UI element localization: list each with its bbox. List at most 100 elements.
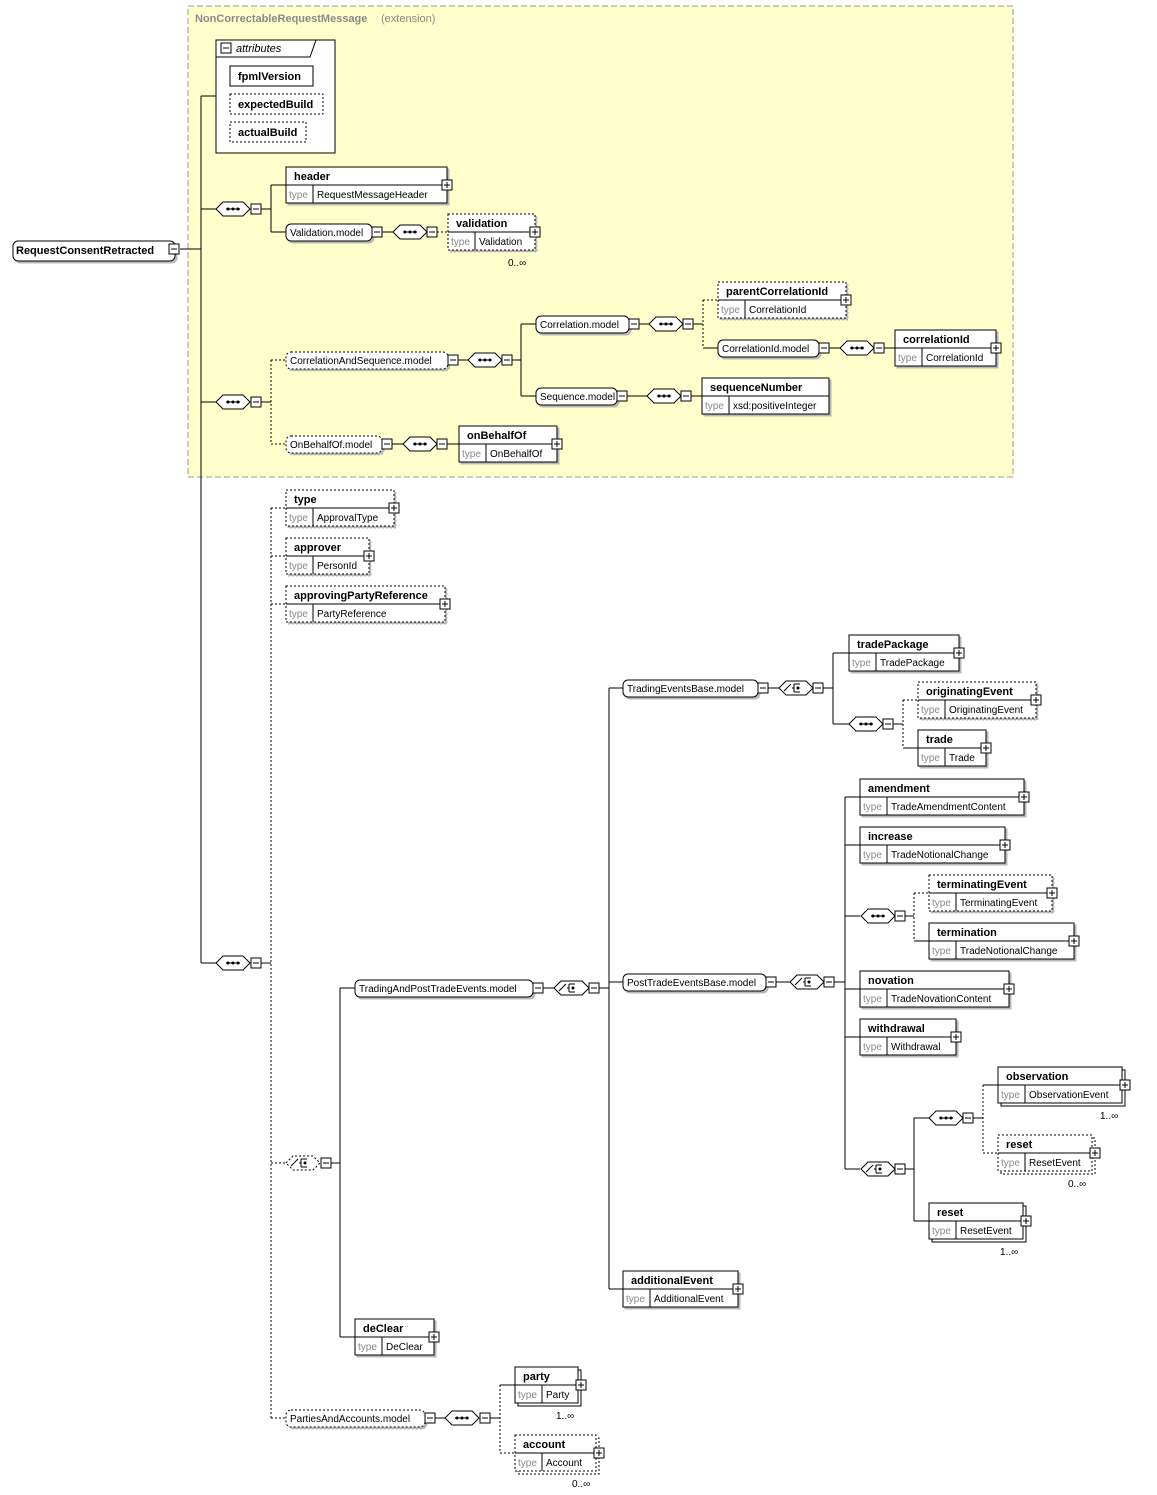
group-trading-and-post-trade-events-model[interactable]: TradingAndPostTradeEvents.model <box>354 979 534 998</box>
group-parties-and-accounts-model-collapse-button[interactable] <box>424 1412 436 1424</box>
sequence-validation-collapse-button[interactable] <box>426 226 438 238</box>
element-termination-expand-button[interactable] <box>1068 935 1080 947</box>
group-parties-and-accounts-model[interactable]: PartiesAndAccounts.model <box>285 1409 426 1428</box>
group-validation-model-collapse-button[interactable] <box>371 226 383 238</box>
element-terminating-event-expand-button[interactable] <box>1046 887 1058 899</box>
group-correlation-id-model[interactable]: CorrelationId.model <box>717 339 820 358</box>
sequence-main-collapse-button[interactable] <box>250 957 262 969</box>
element-approver[interactable]: approver type PersonId <box>285 537 370 575</box>
choice-events-collapse-button[interactable] <box>320 1157 332 1169</box>
element-trade-package-expand-button[interactable] <box>953 647 965 659</box>
group-correlation-id-model-label: CorrelationId.model <box>722 344 809 355</box>
group-sequence-model[interactable]: Sequence.model <box>535 387 618 406</box>
element-trade-expand-button[interactable] <box>980 742 992 754</box>
root-element[interactable]: RequestConsentRetracted <box>12 240 176 262</box>
sequence-correlation-id-collapse-button[interactable] <box>873 342 885 354</box>
element-account-expand-button[interactable] <box>593 1447 605 1459</box>
group-post-trade-events-base-model-collapse-button[interactable] <box>765 976 777 988</box>
group-post-trade-events-base-model[interactable]: PostTradeEventsBase.model <box>622 973 767 992</box>
group-trading-events-base-model-collapse-button[interactable] <box>757 682 769 694</box>
group-validation-model[interactable]: Validation.model <box>285 223 373 242</box>
element-header[interactable]: header type RequestMessageHeader <box>285 166 448 204</box>
element-on-behalf-of[interactable]: onBehalfOf type OnBehalfOf <box>458 425 558 463</box>
element-approver-name: approver <box>294 542 342 554</box>
element-declear[interactable]: deClear type DeClear <box>354 1318 435 1356</box>
element-validation[interactable]: validation type Validation <box>447 213 536 251</box>
element-observation[interactable]: observation type ObservationEvent <box>997 1066 1126 1107</box>
sequence-header-collapse-button[interactable] <box>250 203 262 215</box>
group-correlation-id-model-collapse-button[interactable] <box>818 342 830 354</box>
extension-title: NonCorrectableRequestMessage <box>195 13 367 25</box>
sequence-trading-events-collapse-button[interactable] <box>882 718 894 730</box>
group-sequence-model-collapse-button[interactable] <box>616 390 628 402</box>
sequence-correlation-collapse-button[interactable] <box>250 396 262 408</box>
sequence-observation-collapse-button[interactable] <box>962 1112 974 1124</box>
sequence-termination-collapse-button[interactable] <box>894 910 906 922</box>
element-originating-event-expand-button[interactable] <box>1030 694 1042 706</box>
element-additional-event-expand-button[interactable] <box>732 1283 744 1295</box>
element-reset[interactable]: reset type ResetEvent <box>928 1202 1027 1243</box>
element-termination[interactable]: termination type TradeNotionalChange <box>928 922 1075 960</box>
attributes-collapse-button[interactable] <box>220 42 232 54</box>
element-amendment[interactable]: amendment type TradeAmendmentContent <box>859 778 1025 816</box>
sequence-sequence-model-collapse-button[interactable] <box>680 390 692 402</box>
attribute-actualbuild[interactable] <box>229 121 307 143</box>
element-terminating-event[interactable]: terminatingEvent type TerminatingEvent <box>928 874 1053 912</box>
group-trading-events-base-model-label: TradingEventsBase.model <box>627 684 744 695</box>
element-approving-party-reference-expand-button[interactable] <box>439 598 451 610</box>
sequence-correlation-model-collapse-button[interactable] <box>682 318 694 330</box>
element-party-expand-button[interactable] <box>575 1379 587 1391</box>
group-on-behalf-of-model[interactable]: OnBehalfOf.model <box>285 435 383 454</box>
root-collapse-button[interactable] <box>168 243 180 255</box>
element-withdrawal[interactable]: withdrawal type Withdrawal <box>859 1018 957 1056</box>
attribute-expectedbuild[interactable] <box>229 93 324 115</box>
element-approver-expand-button[interactable] <box>363 550 375 562</box>
group-trading-events-base-model[interactable]: TradingEventsBase.model <box>622 679 759 698</box>
element-observation-expand-button[interactable] <box>1119 1079 1131 1091</box>
element-type-expand-button[interactable] <box>388 502 400 514</box>
choice-trading-events-base-collapse-button[interactable] <box>812 682 824 694</box>
element-reset-expand-button[interactable] <box>1020 1215 1032 1227</box>
choice-observation-reset-collapse-button[interactable] <box>894 1163 906 1175</box>
element-originating-event[interactable]: originatingEvent type OriginatingEvent <box>917 681 1037 719</box>
choice-trading-and-post-trade-collapse-button[interactable] <box>588 982 600 994</box>
element-approving-party-reference-type: PartyReference <box>317 609 387 620</box>
element-parent-correlation-id-expand-button[interactable] <box>840 294 852 306</box>
element-increase[interactable]: increase type TradeNotionalChange <box>859 826 1006 864</box>
element-increase-name: increase <box>868 831 913 843</box>
element-declear-expand-button[interactable] <box>428 1331 440 1343</box>
element-validation-expand-button[interactable] <box>529 226 541 238</box>
choice-post-trade-events-base-collapse-button[interactable] <box>823 976 835 988</box>
group-correlation-model[interactable]: Correlation.model <box>535 315 630 334</box>
element-increase-expand-button[interactable] <box>999 839 1011 851</box>
element-reset-optional[interactable]: reset type ResetEvent <box>997 1134 1096 1175</box>
element-correlation-id[interactable]: correlationId type CorrelationId <box>894 329 997 367</box>
sequence-parties-collapse-button[interactable] <box>479 1412 491 1424</box>
group-correlation-and-sequence-model-collapse-button[interactable] <box>447 354 459 366</box>
element-account[interactable]: account type Account <box>514 1434 600 1475</box>
element-withdrawal-expand-button[interactable] <box>950 1031 962 1043</box>
sequence-on-behalf-of-collapse-button[interactable] <box>436 438 448 450</box>
element-novation-expand-button[interactable] <box>1003 983 1015 995</box>
attribute-fpmlversion[interactable] <box>229 65 314 87</box>
group-correlation-model-collapse-button[interactable] <box>628 318 640 330</box>
group-correlation-and-sequence-model[interactable]: CorrelationAndSequence.model <box>285 351 449 370</box>
element-header-expand-button[interactable] <box>441 179 453 191</box>
choice-compositor-trading-events-base <box>778 680 814 696</box>
element-trade[interactable]: trade type Trade <box>917 729 987 767</box>
element-parent-correlation-id[interactable]: parentCorrelationId type CorrelationId <box>717 281 847 319</box>
element-trade-package[interactable]: tradePackage type TradePackage <box>848 634 960 672</box>
element-novation[interactable]: novation type TradeNovationContent <box>859 970 1010 1008</box>
element-additional-event[interactable]: additionalEvent type AdditionalEvent <box>622 1270 739 1308</box>
sequence-cas-collapse-button[interactable] <box>501 354 513 366</box>
element-approving-party-reference[interactable]: approvingPartyReference type PartyRefere… <box>285 585 446 623</box>
element-sequence-number[interactable]: sequenceNumber type xsd:positiveInteger <box>701 377 830 415</box>
group-trading-and-post-trade-events-model-collapse-button[interactable] <box>532 982 544 994</box>
element-on-behalf-of-expand-button[interactable] <box>551 438 563 450</box>
element-amendment-expand-button[interactable] <box>1018 791 1030 803</box>
element-reset-optional-expand-button[interactable] <box>1089 1147 1101 1159</box>
group-on-behalf-of-model-collapse-button[interactable] <box>381 438 393 450</box>
element-type[interactable]: type type ApprovalType <box>285 489 395 527</box>
element-correlation-id-expand-button[interactable] <box>990 342 1002 354</box>
element-party[interactable]: party type Party <box>514 1366 582 1407</box>
